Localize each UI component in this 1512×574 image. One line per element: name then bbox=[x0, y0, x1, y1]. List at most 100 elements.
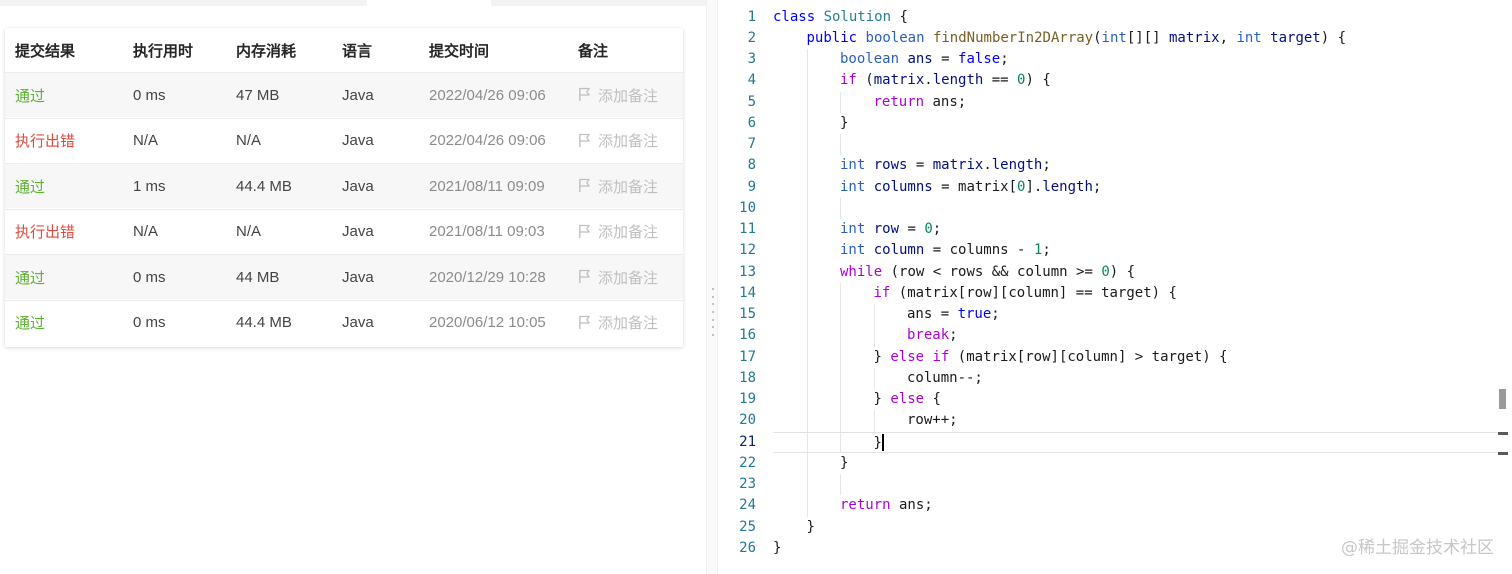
code-line[interactable]: 6} bbox=[718, 113, 1512, 134]
code-text[interactable] bbox=[773, 474, 1498, 495]
code-line[interactable]: 22} bbox=[718, 453, 1512, 474]
code-text[interactable]: int rows = matrix.length; bbox=[773, 155, 1498, 176]
code-text[interactable]: ans = true; bbox=[773, 304, 1498, 325]
submitted-time: 2020/12/29 10:28 bbox=[429, 268, 546, 286]
code-text[interactable]: column--; bbox=[773, 368, 1498, 389]
indent-guide bbox=[873, 304, 875, 326]
code-text[interactable]: row++; bbox=[773, 410, 1498, 431]
result-status-link[interactable]: 执行出错 bbox=[15, 224, 76, 241]
code-token: public bbox=[806, 29, 866, 46]
add-note-link[interactable]: 添加备注 bbox=[578, 312, 658, 333]
code-text[interactable]: int row = 0; bbox=[773, 219, 1498, 240]
runtime-value: 0 ms bbox=[133, 314, 166, 331]
code-line[interactable]: 21} bbox=[718, 431, 1512, 453]
code-line[interactable]: 10 bbox=[718, 198, 1512, 219]
code-token: column bbox=[873, 242, 925, 259]
code-text[interactable]: } bbox=[773, 431, 1498, 453]
code-text[interactable]: break; bbox=[773, 325, 1498, 346]
code-text[interactable]: int column = columns - 1; bbox=[773, 240, 1498, 261]
result-status-link[interactable]: 通过 bbox=[15, 87, 46, 105]
add-note-link[interactable]: 添加备注 bbox=[578, 267, 658, 288]
code-token: boolean bbox=[865, 29, 933, 46]
code-text[interactable]: if (matrix.length == 0) { bbox=[773, 70, 1498, 91]
result-status-link[interactable]: 执行出错 bbox=[15, 133, 76, 150]
code-text[interactable]: } bbox=[773, 453, 1498, 474]
pane-splitter[interactable] bbox=[706, 0, 718, 574]
add-note-button[interactable]: 添加备注 bbox=[578, 255, 658, 299]
add-note-button[interactable]: 添加备注 bbox=[578, 301, 658, 345]
code-line[interactable]: 7 bbox=[718, 134, 1512, 155]
code-text[interactable]: return ans; bbox=[773, 495, 1498, 516]
code-text[interactable]: public boolean findNumberIn2DArray(int[]… bbox=[773, 28, 1498, 49]
code-text[interactable]: } bbox=[773, 538, 1498, 559]
add-note-link[interactable]: 添加备注 bbox=[578, 130, 658, 151]
submitted-time: 2022/04/26 09:06 bbox=[429, 132, 546, 149]
code-text[interactable]: while (row < rows && column >= 0) { bbox=[773, 262, 1498, 283]
code-text[interactable]: class Solution { bbox=[773, 7, 1498, 28]
submitted-time: 2021/08/11 09:03 bbox=[429, 223, 545, 240]
tab-active[interactable] bbox=[367, 0, 491, 6]
scrollbar-marker[interactable] bbox=[1499, 389, 1506, 409]
code-text[interactable]: } bbox=[773, 113, 1498, 134]
code-token: (matrix[row][column] == target) { bbox=[890, 284, 1177, 301]
code-text[interactable]: } else if (matrix[row][column] > target)… bbox=[773, 347, 1498, 368]
line-number: 19 bbox=[739, 391, 756, 407]
add-note-button[interactable]: 添加备注 bbox=[578, 164, 658, 208]
code-line[interactable]: 25} bbox=[718, 517, 1512, 538]
code-text[interactable] bbox=[773, 134, 1498, 155]
code-line[interactable]: 17} else if (matrix[row][column] > targe… bbox=[718, 347, 1512, 368]
code-text[interactable]: if (matrix[row][column] == target) { bbox=[773, 283, 1498, 304]
add-note-button[interactable]: 添加备注 bbox=[578, 210, 658, 254]
add-note-button[interactable]: 添加备注 bbox=[578, 73, 658, 117]
add-note-link[interactable]: 添加备注 bbox=[578, 221, 658, 242]
code-line[interactable]: 19 } else { bbox=[718, 389, 1512, 410]
indent-guide bbox=[806, 431, 808, 453]
indent-guide bbox=[806, 495, 808, 517]
add-note-button[interactable]: 添加备注 bbox=[578, 119, 658, 163]
code-text[interactable] bbox=[773, 198, 1498, 219]
code-text[interactable]: } else { bbox=[773, 389, 1498, 410]
code-text[interactable]: return ans; bbox=[773, 92, 1498, 113]
code-token: } bbox=[806, 518, 815, 535]
code-text[interactable]: boolean ans = false; bbox=[773, 49, 1498, 70]
code-text[interactable]: } bbox=[773, 517, 1498, 538]
code-token: findNumberIn2DArray bbox=[932, 29, 1094, 46]
add-note-link[interactable]: 添加备注 bbox=[578, 176, 658, 197]
code-token: ; bbox=[1000, 51, 1009, 67]
result-status-link[interactable]: 通过 bbox=[15, 315, 46, 332]
add-note-link[interactable]: 添加备注 bbox=[578, 85, 658, 106]
code-line[interactable]: 23 bbox=[718, 474, 1512, 495]
code-text[interactable]: int columns = matrix[0].length; bbox=[773, 177, 1498, 198]
code-token: row++; bbox=[907, 412, 958, 429]
add-note-label: 添加备注 bbox=[598, 224, 659, 241]
code-token: int bbox=[1236, 29, 1271, 46]
result-status-link[interactable]: 通过 bbox=[15, 269, 46, 287]
drag-handle-icon[interactable] bbox=[711, 288, 714, 336]
result-status-link[interactable]: 通过 bbox=[15, 178, 46, 196]
code-line[interactable]: 26} bbox=[718, 538, 1512, 559]
